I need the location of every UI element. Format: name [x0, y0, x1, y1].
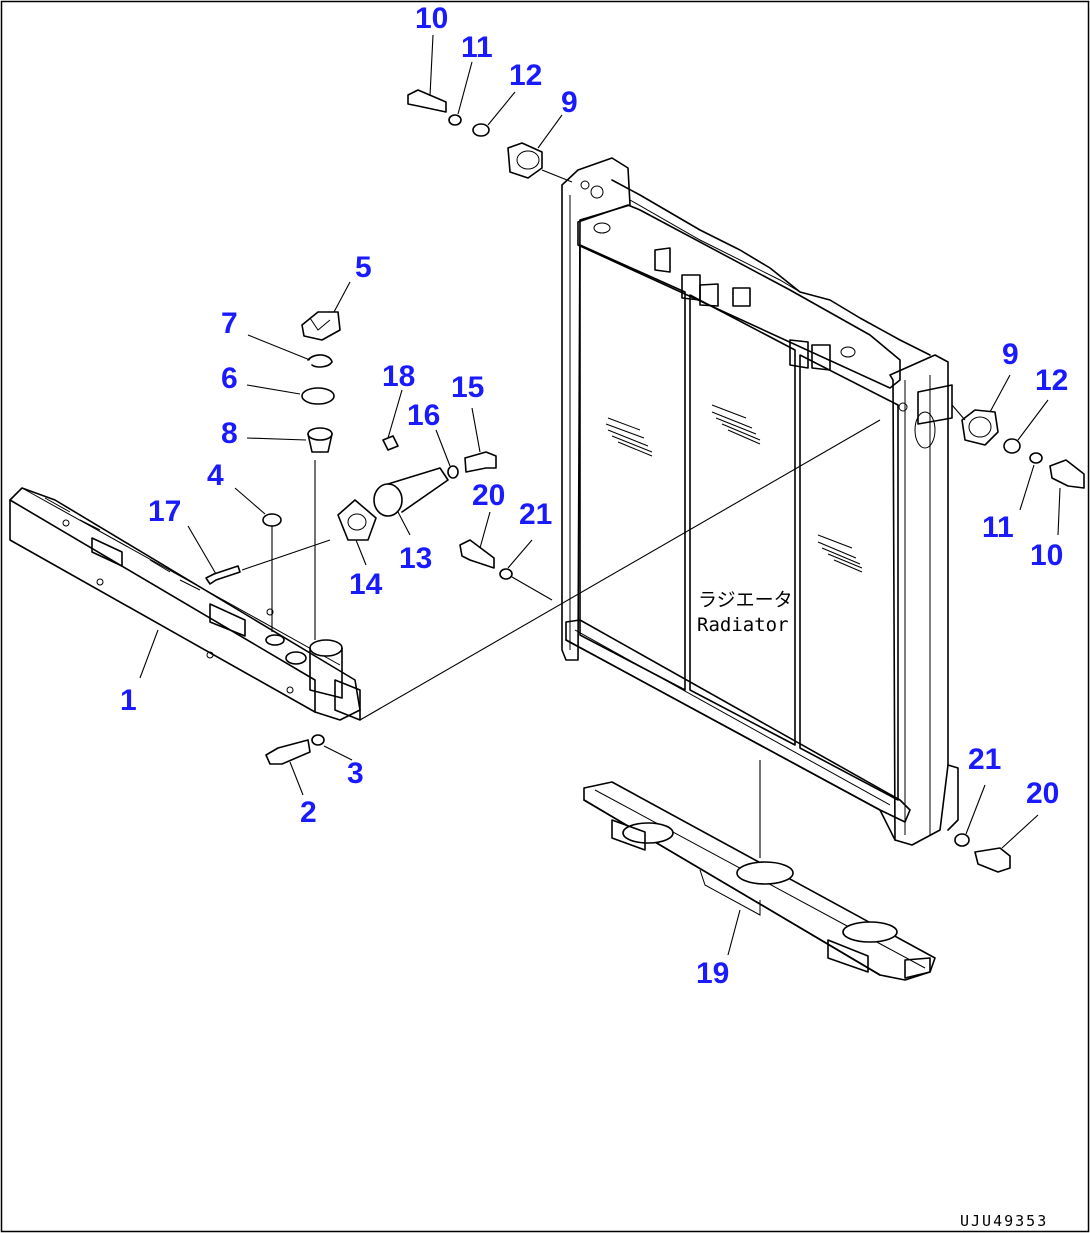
callout-2: 2: [300, 796, 317, 829]
washer-part-21-right: [954, 833, 970, 847]
drawing-code: UJU49353: [960, 1212, 1048, 1230]
callout-9-top: 9: [561, 86, 578, 119]
washer-part-12-right: [1003, 438, 1021, 454]
bolt-part-17: [205, 565, 241, 585]
callout-20-mid: 20: [472, 479, 505, 512]
gasket-part-14: [337, 499, 377, 541]
o-ring-part-6: [301, 387, 335, 405]
callout-12-top: 12: [509, 59, 542, 92]
callout-13: 13: [399, 542, 432, 575]
washer-part-3: [311, 734, 325, 746]
callout-12-right: 12: [1035, 364, 1068, 397]
radiator-label-en: Radiator: [697, 614, 789, 636]
bolt-part-10-right: [1049, 459, 1085, 489]
callout-8: 8: [221, 417, 238, 450]
bolt-part-10-top: [407, 89, 447, 113]
mount-part-9-right: [961, 409, 999, 446]
bolt-part-15: [464, 451, 497, 473]
bottom-support-part-19: [583, 781, 936, 981]
cap-part-5: [301, 311, 341, 341]
assembly-lines: [241, 169, 966, 858]
callout-10-top: 10: [415, 2, 448, 35]
callout-21-mid: 21: [519, 498, 552, 531]
callout-16: 16: [407, 399, 440, 432]
callout-labels: 10 11 12 9 5 7 6 8 4 17 18 16 15 20 21 1…: [120, 2, 1068, 990]
washer-part-11-top: [448, 114, 462, 126]
callout-11-top: 11: [461, 31, 493, 64]
upper-bracket-part-1: [9, 487, 361, 721]
callout-14: 14: [349, 568, 383, 601]
callout-15: 15: [451, 371, 484, 404]
bolt-part-20-mid: [459, 539, 495, 569]
washer-part-12-top: [472, 123, 490, 137]
washer-part-11-right: [1029, 452, 1043, 464]
washer-part-21-mid: [499, 568, 513, 580]
washer-part-16: [447, 465, 459, 479]
leader-lines: [139, 34, 1061, 956]
callout-11-right: 11: [982, 511, 1014, 544]
clip-part-4: [262, 513, 282, 527]
mount-part-9-top: [507, 142, 543, 179]
callout-5: 5: [355, 251, 372, 284]
callout-17: 17: [148, 495, 181, 528]
elbow-part-13: [373, 467, 449, 517]
callout-10-right: 10: [1030, 539, 1063, 572]
callout-6: 6: [221, 362, 238, 395]
callout-3: 3: [347, 757, 364, 790]
core-panels: [579, 244, 899, 801]
bolt-part-2: [265, 739, 311, 765]
filler-neck-part-8: [307, 427, 333, 453]
plug-part-18: [382, 435, 399, 451]
radiator-label-jp: ラジエータ: [698, 589, 793, 611]
callout-9-right: 9: [1002, 338, 1019, 371]
callout-7: 7: [221, 307, 238, 340]
callout-20-right: 20: [1026, 777, 1059, 810]
callout-4: 4: [207, 459, 224, 492]
callout-21-right: 21: [968, 743, 1001, 776]
callout-19: 19: [696, 957, 729, 990]
callout-1: 1: [120, 684, 137, 717]
bolt-part-20-right: [974, 847, 1011, 873]
snap-ring-part-7: [307, 354, 333, 368]
callout-18: 18: [382, 360, 415, 393]
radiator-assembly: ラジエータ Radiator: [561, 157, 959, 846]
